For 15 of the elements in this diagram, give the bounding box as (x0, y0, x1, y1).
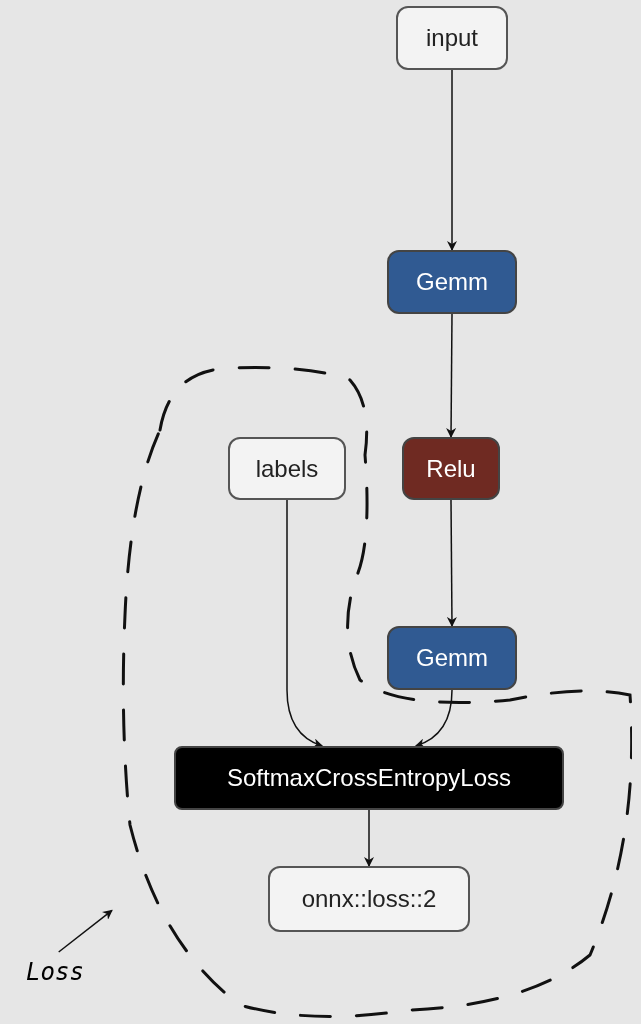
arrow (447, 69, 457, 251)
note-text: Loss (18, 956, 92, 988)
node-box: onnx::loss::2 (268, 866, 470, 932)
node-box: input (396, 6, 508, 70)
node-box: labels (228, 437, 346, 500)
leader-arrow (57, 909, 113, 953)
node-box: SoftmaxCrossEntropyLoss (174, 746, 564, 810)
arrow (446, 499, 457, 627)
arrow (286, 499, 324, 748)
arrow (364, 809, 374, 867)
node-box: Gemm (387, 250, 517, 314)
arrow (446, 313, 457, 438)
node-box: Relu (402, 437, 500, 500)
node-box: Gemm (387, 626, 517, 690)
arrow (414, 689, 453, 748)
